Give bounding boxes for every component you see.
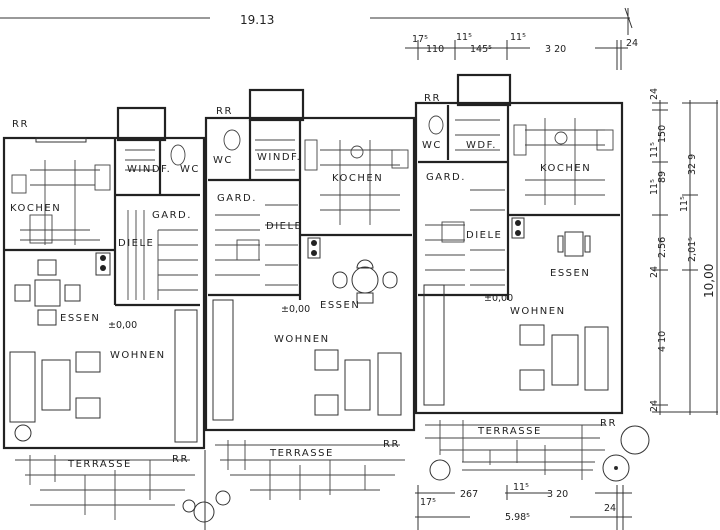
dim-label: 11⁵: [513, 482, 529, 493]
room-label-wc: WC: [213, 155, 233, 166]
downpipe-label: RR: [12, 119, 29, 130]
room-label-terrasse: TERRASSE: [269, 448, 334, 459]
bottom-dimension-chains: 17⁵ 267 11⁵ 3 20 24 5.98⁵: [415, 482, 632, 530]
dim-label: 145⁵: [470, 44, 492, 55]
room-label-wohnen: WOHNEN: [110, 350, 166, 361]
downpipe-label: RR: [383, 439, 400, 450]
room-label-kochen: KOCHEN: [540, 163, 591, 174]
downpipe-label: RR: [216, 106, 233, 117]
dining-table: [557, 231, 591, 257]
dim-label: 24: [604, 503, 616, 514]
dim-label: 24: [649, 400, 660, 412]
room-label-garderobe: GARD.: [217, 193, 257, 204]
right-dimension-chains: 24 150 11⁵ 89 11⁵ 2.56 24 4 10 24 32 9 1…: [649, 88, 718, 415]
room-label-diele: DIELE: [466, 230, 502, 241]
room-label-essen: ESSEN: [550, 268, 590, 279]
top-dimension-chain: 17⁵ 110 11⁵ 145⁵ 11⁵ 3 20 24: [405, 32, 638, 70]
room-label-windfang: WINDF.: [127, 164, 171, 175]
downpipe-label: RR: [600, 418, 617, 429]
room-label-terrasse: TERRASSE: [67, 459, 132, 470]
terrace-paving: [425, 420, 605, 480]
level-label: ±0,00: [281, 304, 310, 315]
dim-col-1: 24 150 11⁵ 89 11⁵ 2.56 24 4 10 24: [649, 88, 668, 412]
dim-label: 32 9: [687, 154, 698, 175]
dim-label: 11⁵: [456, 32, 472, 43]
top-overall-dimension: 19.13: [0, 7, 633, 35]
dim-label: 5.98⁵: [505, 512, 530, 523]
room-label-terrasse: TERRASSE: [477, 426, 542, 437]
house-unit-3: WC WDF. KOCHEN GARD. DIELE ESSEN ±0,00 W…: [414, 73, 650, 482]
dining-table: [14, 259, 81, 326]
room-label-garderobe: GARD.: [426, 172, 466, 183]
house-unit-2: WC WINDF. KOCHEN GARD. DIELE ±0,00 ESSEN…: [182, 88, 416, 530]
room-label-garderobe: GARD.: [152, 210, 192, 221]
room-label-windfang: WDF.: [466, 140, 497, 151]
room-label-kochen: KOCHEN: [10, 203, 61, 214]
room-label-diele: DIELE: [266, 221, 302, 232]
total-depth-label: 10,00: [702, 264, 716, 298]
level-label: ±0,00: [108, 320, 137, 331]
room-label-windfang: WINDF.: [257, 152, 301, 163]
living-furniture: [212, 299, 402, 421]
dim-label: 11⁵: [510, 32, 526, 43]
dim-label: 150: [657, 125, 668, 143]
dim-label: 4 10: [657, 331, 668, 352]
dim-label: 24: [626, 38, 638, 49]
dim-label: 11⁵: [649, 142, 660, 158]
room-label-wc: WC: [180, 164, 200, 175]
dim-label: 24: [649, 88, 660, 100]
room-label-wc: WC: [422, 140, 442, 151]
terrace-paving: [215, 440, 405, 500]
living-furniture: [423, 284, 609, 406]
dim-label: 11⁵: [649, 179, 660, 195]
dim-label: 3 20: [545, 44, 566, 55]
dim-label: 11⁵: [679, 196, 690, 212]
meter-box: [511, 217, 525, 239]
room-label-wohnen: WOHNEN: [274, 334, 330, 345]
room-label-wohnen: WOHNEN: [510, 306, 566, 317]
dining-table: [332, 259, 398, 304]
dim-label: 2,01⁵: [687, 237, 698, 262]
room-label-essen: ESSEN: [60, 313, 100, 324]
dim-label: 17⁵: [420, 497, 436, 508]
tree-symbols: [182, 450, 231, 530]
room-label-essen: ESSEN: [320, 300, 360, 311]
living-furniture: [9, 309, 198, 443]
dim-label: 89: [657, 171, 668, 183]
dim-label: 267: [460, 489, 478, 500]
terrace-paving: [15, 455, 195, 520]
dim-col-2: 32 9 11⁵ 2,01⁵: [679, 154, 698, 262]
dim-label: 110: [426, 44, 444, 55]
overall-width-label: 19.13: [240, 13, 274, 27]
room-label-diele: DIELE: [118, 238, 154, 249]
downpipe-label: RR: [172, 454, 189, 465]
level-label: ±0,00: [484, 293, 513, 304]
house-unit-1: KOCHEN WINDF. WC GARD. DIELE ESSEN ±0,00…: [2, 106, 206, 520]
dim-label: 17⁵: [412, 34, 428, 45]
dim-label: 2.56: [657, 237, 668, 258]
meter-box: [95, 252, 111, 276]
tree-symbols: [429, 425, 650, 482]
dim-label: 3 20: [547, 489, 568, 500]
meter-box: [307, 237, 321, 259]
dim-label: 24: [649, 266, 660, 278]
room-label-kochen: KOCHEN: [332, 173, 383, 184]
downpipe-label: RR: [424, 93, 441, 104]
